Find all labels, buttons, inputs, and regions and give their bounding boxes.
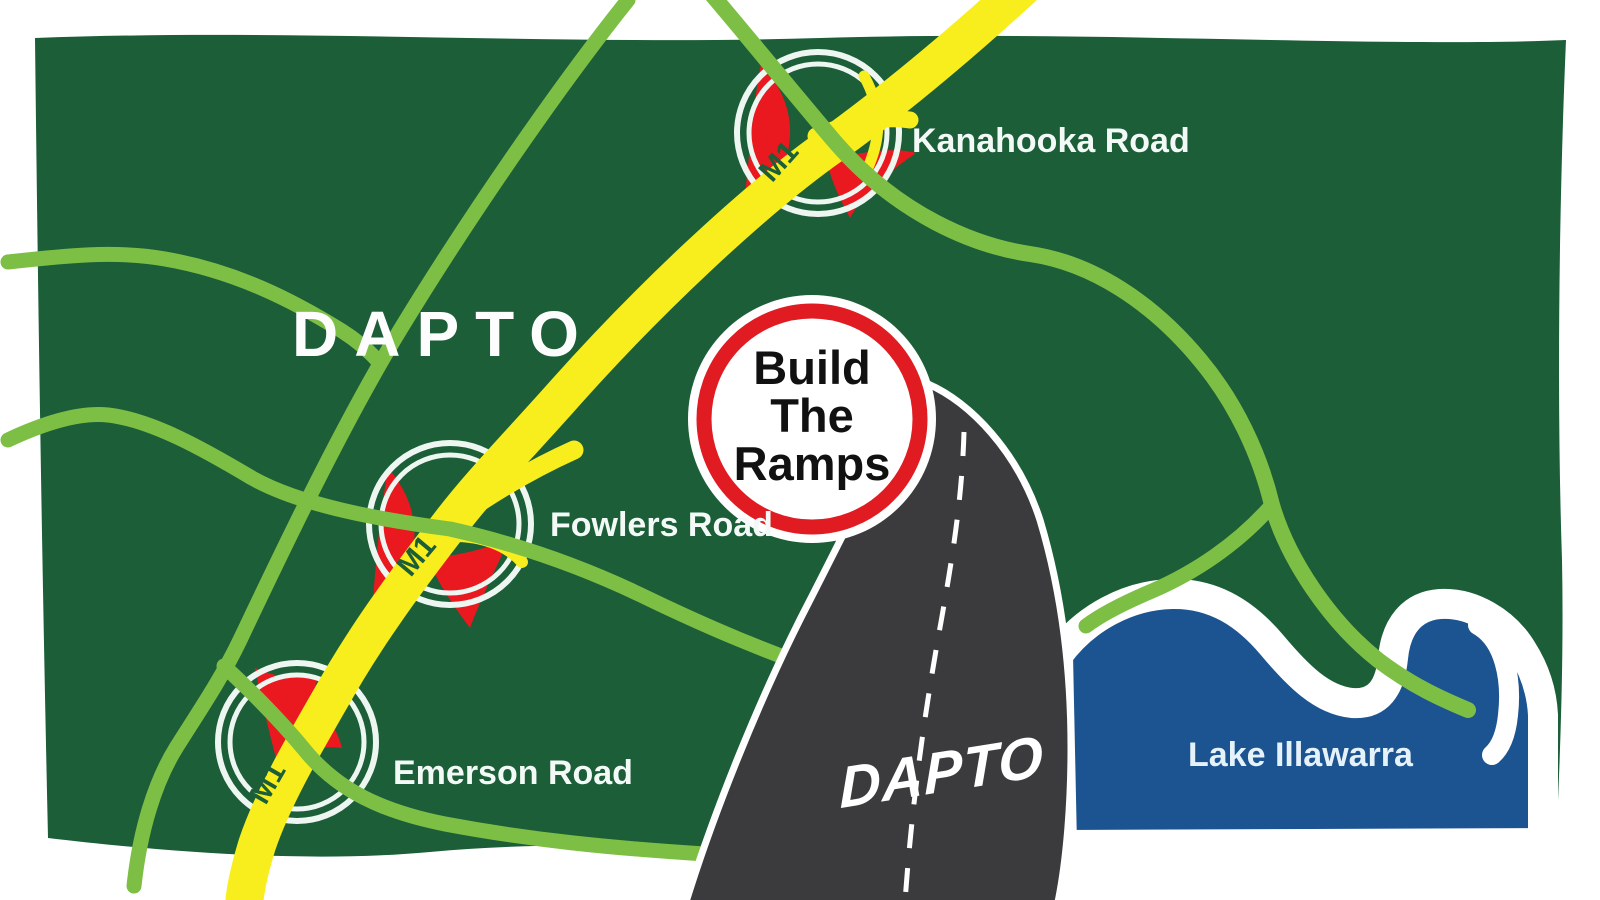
lake-inlet-channel — [1468, 615, 1520, 765]
m1-ramp-arm-kanahooka-2 — [858, 70, 884, 178]
region-title: DAPTO — [292, 298, 595, 370]
fowlers-ring-outer — [366, 440, 534, 608]
kanahooka-ring-inner — [746, 61, 890, 205]
lake-illawarra-water — [1043, 579, 1558, 860]
local-road-lakeshore-branch — [1078, 497, 1280, 634]
label-lake-illawarra: Lake Illawarra — [1188, 736, 1414, 774]
local-road-fowlers-cross — [0, 407, 856, 688]
local-roads — [0, 0, 1476, 894]
ramp-wedge-fowlers-south — [428, 538, 510, 628]
emerson-ring-inner — [227, 672, 367, 812]
asphalt-road-surface — [686, 384, 1071, 900]
emerson-ring-outer — [215, 660, 379, 824]
m1-ramp-arm-fowlers-1 — [438, 440, 584, 534]
label-fowlers-road: Fowlers Road — [550, 506, 773, 544]
local-road-emerson-branch — [216, 658, 713, 862]
local-road-west-upper — [0, 246, 388, 371]
asphalt-road-edge-right — [926, 380, 1075, 900]
label-emerson-road: Emerson Road — [393, 754, 633, 792]
kanahooka-ring-outer — [734, 49, 902, 217]
badge-line-3: Ramps — [734, 437, 891, 490]
asphalt-road-centreline — [902, 431, 967, 900]
badge-line-1: Build — [753, 341, 870, 394]
asphalt-road: DAPTO — [682, 380, 1075, 900]
build-the-ramps-badge: Build The Ramps — [688, 295, 936, 543]
local-road-kanahooka-arc — [706, 0, 1476, 718]
label-kanahooka-road: Kanahooka Road — [912, 122, 1190, 160]
badge-red-ring — [696, 303, 928, 535]
badge-line-2: The — [770, 389, 854, 442]
local-road-northwest-diagonal — [126, 0, 636, 894]
